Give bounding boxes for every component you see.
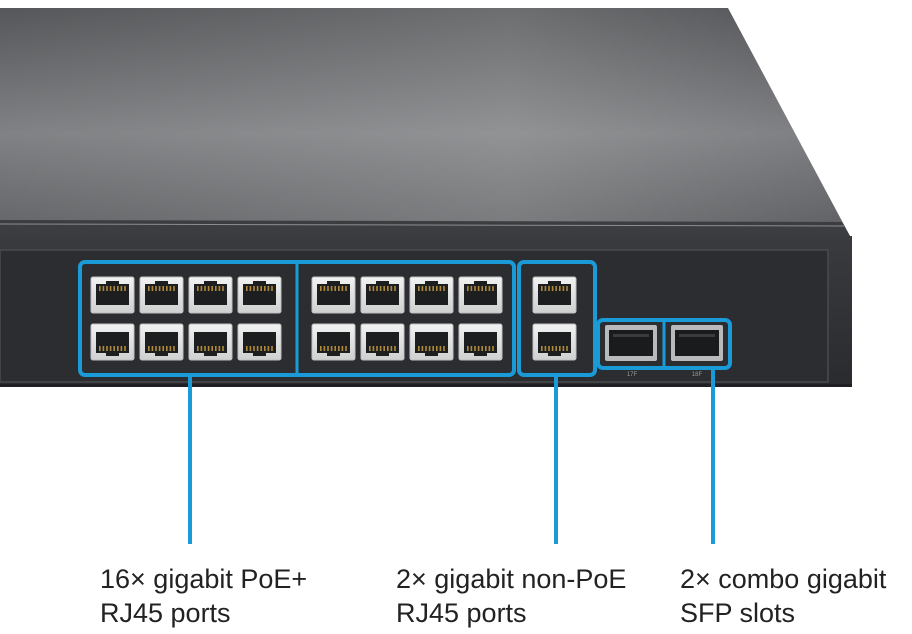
sfp-caption-line2: SFP slots xyxy=(680,598,796,628)
rj45-port xyxy=(311,323,356,361)
rj45-port xyxy=(532,276,577,314)
sfp-slot-array xyxy=(605,325,723,361)
nonpoe-caption-line1: 2× gigabit non-PoE xyxy=(396,564,627,594)
sfp-slot xyxy=(671,325,723,361)
rj45-port xyxy=(90,276,135,314)
rj45-port-array xyxy=(90,276,577,361)
sfp-slots-highlight xyxy=(596,318,732,370)
poe-ports-highlight xyxy=(78,260,516,377)
rj45-port xyxy=(409,276,454,314)
rj45-port xyxy=(188,276,233,314)
rj45-port xyxy=(532,323,577,361)
sfp-label-17f: 17F xyxy=(627,372,638,378)
rj45-port xyxy=(237,323,282,361)
rj45-port xyxy=(409,323,454,361)
sfp-label-18f: 18F xyxy=(692,372,703,378)
rj45-port xyxy=(139,276,184,314)
sfp-slot xyxy=(605,325,657,361)
rj45-port xyxy=(139,323,184,361)
rj45-port xyxy=(458,276,503,314)
poe-caption-line2: RJ45 ports xyxy=(100,598,231,628)
rj45-port xyxy=(188,323,233,361)
sfp-caption-line1: 2× combo gigabit xyxy=(680,564,887,594)
rj45-port xyxy=(458,323,503,361)
poe-caption-line1: 16× gigabit PoE+ xyxy=(100,564,308,594)
rj45-port xyxy=(237,276,282,314)
nonpoe-caption-line2: RJ45 ports xyxy=(396,598,527,628)
sfp-slots-caption: 2× combo gigabit SFP slots xyxy=(680,562,912,630)
rj45-port xyxy=(90,323,135,361)
nonpoe-ports-caption: 2× gigabit non-PoE RJ45 ports xyxy=(396,562,636,630)
rj45-port xyxy=(360,323,405,361)
poe-ports-caption: 16× gigabit PoE+ RJ45 ports xyxy=(100,562,340,630)
rj45-port xyxy=(311,276,356,314)
rj45-port xyxy=(360,276,405,314)
